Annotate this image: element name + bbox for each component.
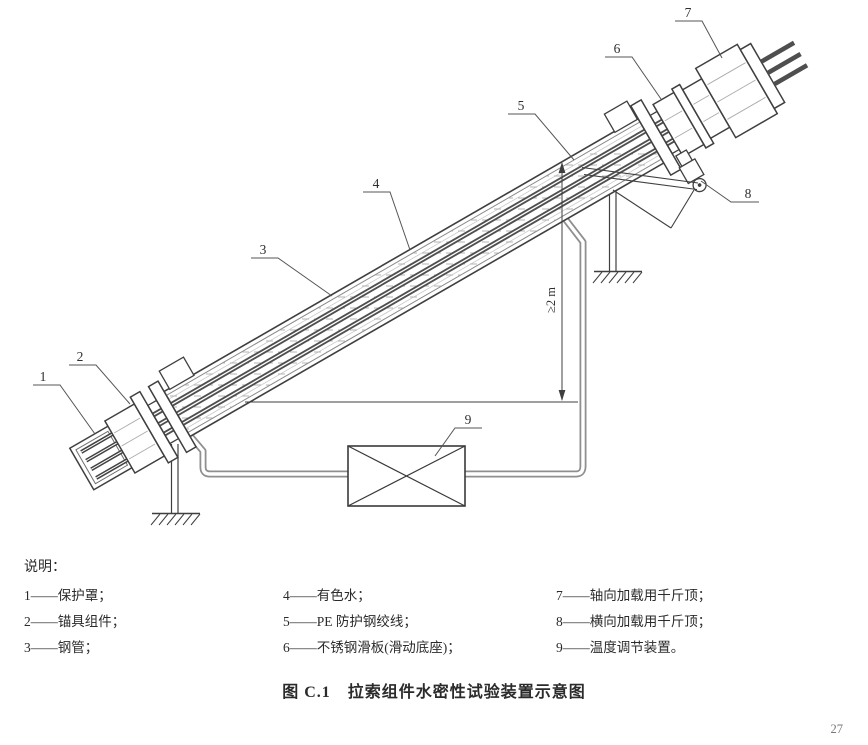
watertightness-test-apparatus-diagram: ≥2 m 1 2 3 4 5 6 7 8 9: [33, 5, 809, 526]
arrow-up-icon: [558, 162, 566, 173]
callout-8: 8: [745, 186, 752, 201]
legend-item-9: 9——温度调节装置。: [556, 640, 685, 655]
anchorage-assembly: [103, 356, 198, 475]
figure-caption: 图 C.1 拉索组件水密性试验装置示意图: [282, 684, 586, 701]
legend-item-5: 5——PE 防护钢绞线；: [283, 614, 417, 629]
legend-item-6: 6——不锈钢滑板(滑动底座)；: [283, 640, 461, 655]
callout-4: 4: [373, 176, 380, 191]
legend-item-2: 2——锚具组件；: [24, 614, 126, 629]
callout-3: 3: [260, 242, 267, 257]
callout-numbers: 1 2 3 4 5 6 7 8 9: [40, 5, 752, 427]
legend-title: 说明：: [24, 560, 66, 575]
callout-2: 2: [77, 349, 84, 364]
callouts: [33, 20, 759, 457]
legend-item-4: 4——有色水；: [283, 588, 371, 603]
circulation-pipe: [183, 217, 587, 478]
legend-item-7: 7——轴向加载用千斤顶；: [556, 588, 712, 603]
callout-7: 7: [685, 5, 692, 20]
right-support-leg: [592, 185, 643, 284]
page-number: 27: [830, 722, 844, 736]
upper-anchorage-and-jack: [603, 40, 809, 177]
water-head-dimension: ≥2 m: [245, 162, 578, 403]
cable-end-fittings: [68, 40, 809, 491]
callout-6: 6: [614, 41, 621, 56]
callout-5: 5: [518, 98, 525, 113]
arrow-down-icon: [558, 390, 566, 401]
temperature-adjusting-device: [347, 445, 466, 507]
legend-item-8: 8——横向加载用千斤顶；: [556, 614, 712, 629]
strand-tails: [760, 40, 809, 87]
legend-item-1: 1——保护罩；: [24, 588, 112, 603]
support-bracket-frame: [581, 166, 699, 229]
left-support-leg: [150, 444, 201, 526]
callout-9: 9: [465, 412, 472, 427]
transverse-loading-jack: [675, 149, 707, 193]
axial-loading-jack: [681, 42, 786, 140]
callout-1: 1: [40, 369, 47, 384]
legend-item-3: 3——钢管；: [24, 640, 99, 655]
dimension-label: ≥2 m: [544, 287, 558, 313]
